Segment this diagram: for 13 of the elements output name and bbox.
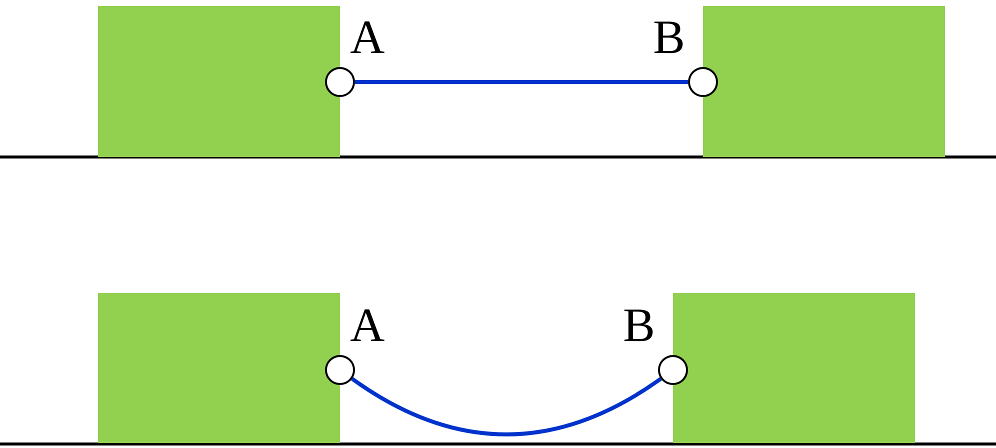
straight-cable [355,80,688,84]
building-block [98,293,340,443]
anchor-point [688,67,718,97]
point-label: B [653,14,686,62]
point-label: A [350,302,385,350]
building-block [703,6,945,157]
building-block [98,6,340,157]
building-block [673,293,915,443]
anchor-point [325,67,355,97]
point-label: A [350,14,385,62]
anchor-point [658,355,688,385]
point-label: B [623,302,656,350]
curved-cable [351,377,662,436]
